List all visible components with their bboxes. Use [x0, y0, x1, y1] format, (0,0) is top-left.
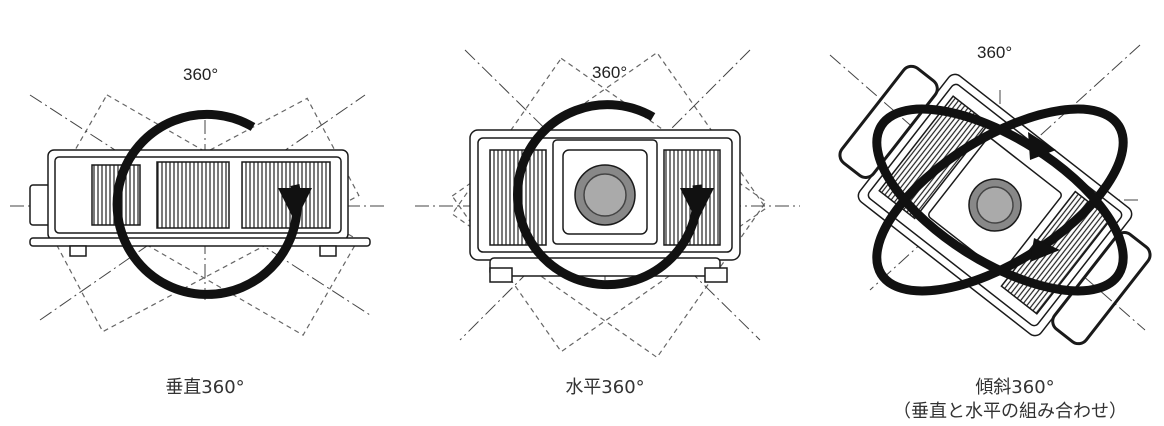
caption-tilt: 傾斜360°: [975, 377, 1055, 398]
rotation-arrow-vertical: [112, 109, 312, 299]
arrow-head: [1028, 132, 1056, 160]
caption-vertical: 垂直360°: [165, 377, 245, 398]
angle-label: 360°: [183, 65, 218, 84]
panel-vertical: 360°: [10, 65, 385, 336]
angle-label: 360°: [592, 63, 627, 82]
arrow-head: [1030, 238, 1060, 262]
caption-horizontal: 水平360°: [565, 377, 645, 398]
projector-front-view: [469, 129, 741, 283]
panel-horizontal: 360°: [415, 49, 800, 359]
angle-label: 360°: [977, 43, 1012, 62]
caption-tilt-sub: （垂直と水平の組み合わせ）: [893, 401, 1127, 422]
panel-tilt: 360°: [829, 43, 1152, 346]
projector-tilted-view: [838, 64, 1152, 346]
projector-side-view: [29, 149, 371, 257]
rotation-arrow-horizontal: [513, 100, 714, 290]
